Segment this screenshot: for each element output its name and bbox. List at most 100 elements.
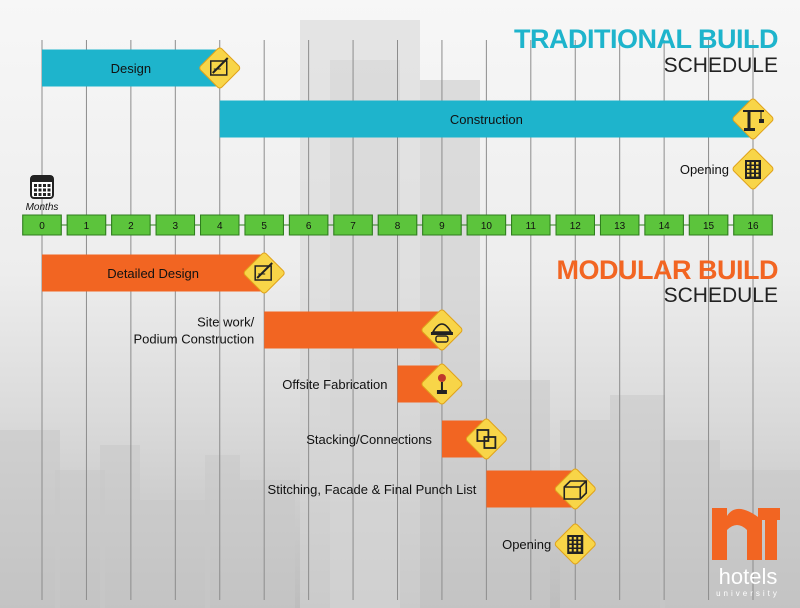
logo-u-top <box>758 508 780 520</box>
box-icon <box>563 480 588 500</box>
axis-tick-box <box>422 214 462 236</box>
background-building <box>100 445 140 608</box>
background-building <box>660 440 720 608</box>
logo-subtext: university <box>716 589 780 598</box>
axis-tick-box <box>200 214 240 236</box>
axis-tick-label: 7 <box>350 221 356 232</box>
box-icon-badge <box>554 468 596 510</box>
axis-tick-label: 12 <box>570 221 582 232</box>
stack-icon-badge <box>465 418 507 460</box>
background-building <box>205 455 240 608</box>
background-building <box>240 480 295 608</box>
task-site-work-podium-construction: Site work/Podium Construction <box>134 309 463 351</box>
task-label: Stacking/Connections <box>306 432 432 447</box>
welder-icon-badge <box>421 363 463 405</box>
drafting-icon <box>210 57 229 76</box>
schedule-title-main: TRADITIONAL BUILD <box>514 24 778 54</box>
schedule-title-sub: SCHEDULE <box>664 54 778 77</box>
task-opening: Opening <box>680 148 774 190</box>
task-label: Detailed Design <box>107 266 199 281</box>
task-label: Offsite Fabrication <box>282 377 387 392</box>
axis-tick-box <box>511 214 551 236</box>
axis-tick-label: 14 <box>659 221 671 232</box>
task-bar <box>264 311 442 349</box>
stack-icon <box>476 429 497 449</box>
task-offsite-fabrication: Offsite Fabrication <box>282 363 463 405</box>
axis-tick-box <box>599 214 640 236</box>
axis-tick-label: 10 <box>481 221 493 232</box>
building-icon <box>745 160 761 179</box>
logo-h-shape <box>712 508 762 560</box>
crane-icon-badge <box>732 98 774 140</box>
axis-tick-label: 11 <box>526 221 537 232</box>
drafting-icon <box>254 262 273 281</box>
axis-tick-box <box>333 214 373 236</box>
month-axis: 0123456789101112131415160123456789101112… <box>22 175 773 236</box>
axis-tick-box <box>555 214 595 236</box>
axis-tick-box <box>377 214 418 236</box>
drafting-icon-badge <box>243 252 285 294</box>
building-icon <box>567 535 584 554</box>
task-stitching-facade-final-punch-list: Stitching, Facade & Final Punch List <box>268 468 596 510</box>
task-construction: Construction <box>219 98 774 140</box>
drafting-icon-badge <box>199 47 241 89</box>
task-stacking-connections: Stacking/Connections <box>306 418 507 460</box>
axis-tick-label: 15 <box>703 221 715 232</box>
task-opening: Opening <box>502 523 596 565</box>
axis-tick-box <box>733 214 773 236</box>
logo-wordmark: hotels <box>719 564 778 589</box>
task-label: Podium Construction <box>134 332 255 347</box>
axis-tick-box <box>22 214 62 236</box>
axis-tick-box <box>688 214 729 236</box>
axis-tick-label: 3 <box>173 221 179 232</box>
axis-tick-label: 4 <box>217 221 223 232</box>
task-label: Construction <box>450 112 523 127</box>
axis-tick-box <box>244 214 284 236</box>
axis-label-months: Months <box>26 202 59 213</box>
axis-tick-box <box>155 214 196 236</box>
task-bar <box>42 49 220 87</box>
schedule-title-sub: SCHEDULE <box>664 284 778 307</box>
axis-tick-label: 2 <box>128 221 134 232</box>
hardhat-icon <box>430 323 453 343</box>
axis-tick-label: 16 <box>747 221 759 232</box>
task-label: Opening <box>680 162 729 177</box>
axis-tick-box <box>644 214 684 236</box>
building-icon-badge <box>732 148 774 190</box>
logo-u-stem <box>765 520 777 560</box>
axis-tick-label: 8 <box>395 221 401 232</box>
background-building <box>560 420 610 608</box>
axis-tick-label: 6 <box>306 221 312 232</box>
task-bar <box>42 254 265 292</box>
schedule-title-main: MODULAR BUILD <box>557 255 778 285</box>
axis-tick-box <box>466 214 507 236</box>
task-label: Site work/ <box>197 315 254 330</box>
task-label: Opening <box>502 537 551 552</box>
crane-icon <box>743 110 764 131</box>
axis-tick-label: 13 <box>614 221 626 232</box>
logo-mark <box>712 508 780 560</box>
axis-tick-label: 0 <box>39 221 45 232</box>
background-building <box>55 470 105 608</box>
axis-tick-box <box>111 214 151 236</box>
background-building <box>0 430 60 608</box>
building-icon-badge <box>554 523 596 565</box>
task-bar <box>219 100 753 138</box>
axis-tick-box <box>66 214 107 236</box>
calendar-icon <box>30 175 54 199</box>
welder-icon <box>436 374 447 394</box>
task-label: Design <box>111 61 151 76</box>
task-detailed-design: Detailed Design <box>42 252 285 294</box>
task-design: Design <box>42 47 241 89</box>
axis-tick-label: 5 <box>261 221 267 232</box>
background-building <box>610 395 665 608</box>
axis-tick-label: 1 <box>84 221 90 232</box>
task-label: Stitching, Facade & Final Punch List <box>268 482 477 497</box>
hardhat-icon-badge <box>421 309 463 351</box>
axis-tick-label: 9 <box>439 221 445 232</box>
